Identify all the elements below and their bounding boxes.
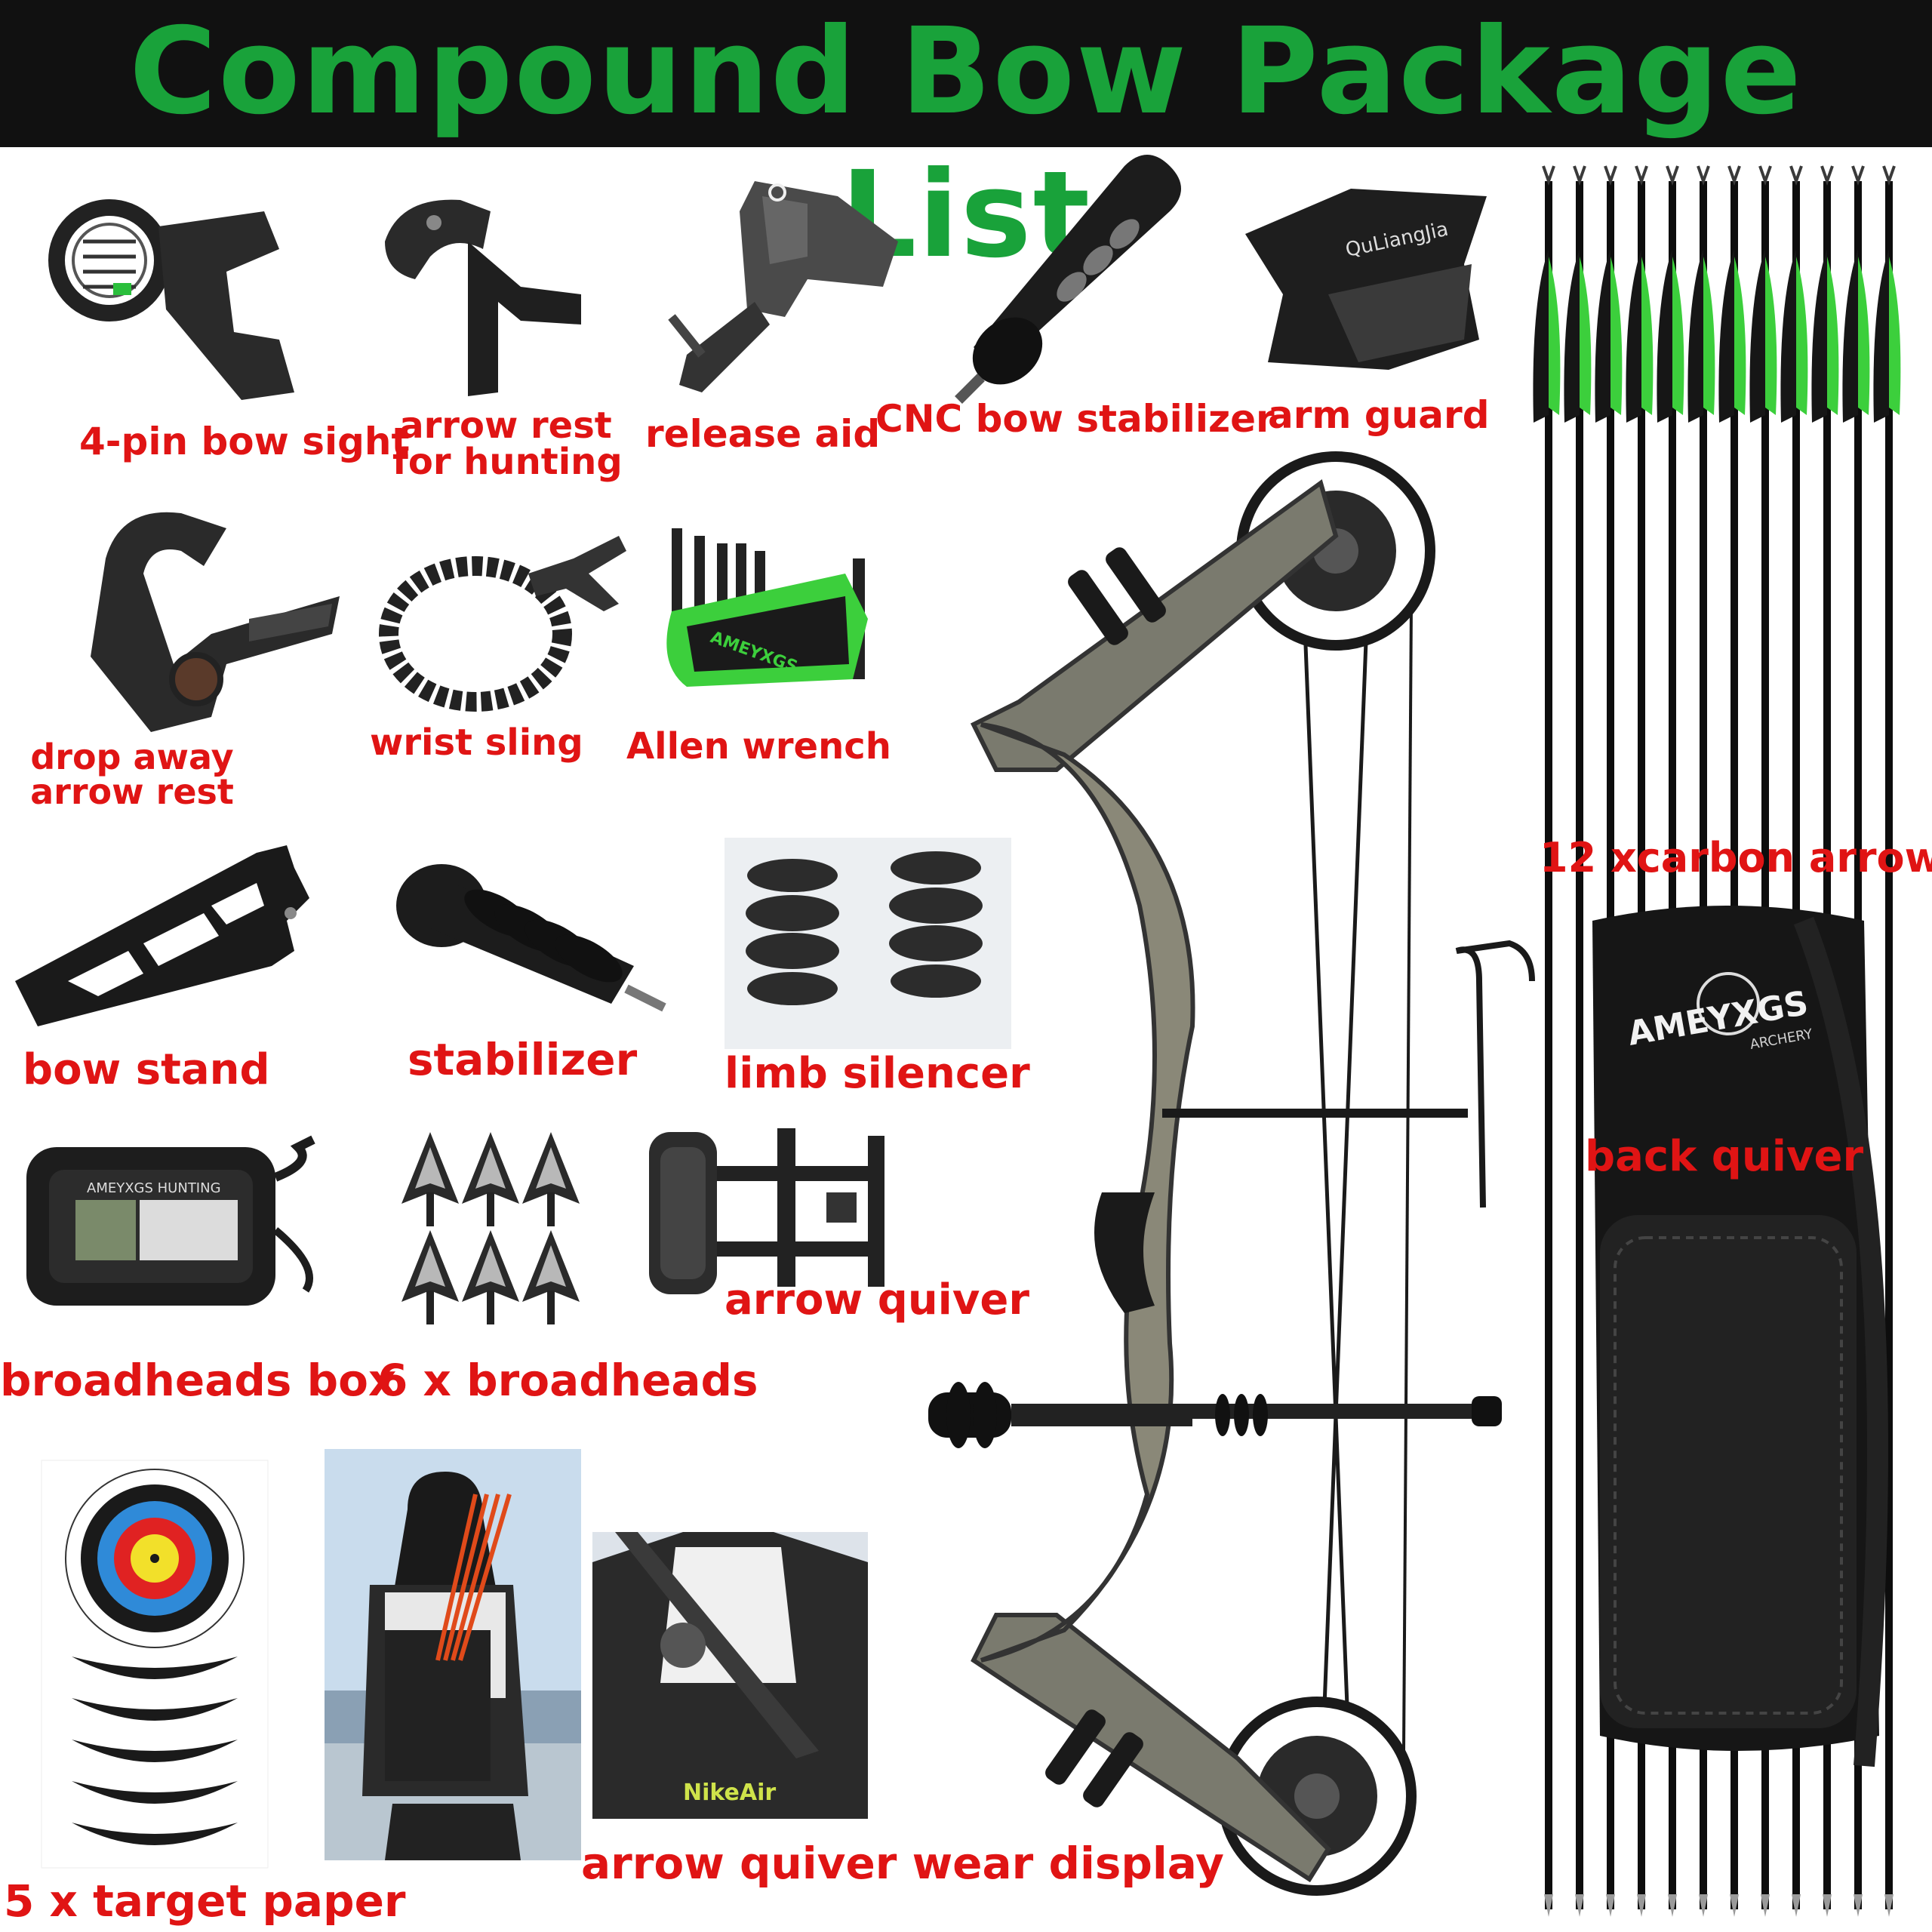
wrist-sling-label: wrist sling <box>370 721 583 764</box>
target-icon <box>41 1460 269 1869</box>
arrow-rest-icon <box>385 199 581 396</box>
broadhead-icon <box>462 1132 519 1226</box>
drop-away-label: drop away arrow rest <box>30 737 234 812</box>
broadheads-box-icon: AMEYXGS HUNTING <box>26 1135 315 1306</box>
stabilizer-icon <box>396 864 666 1012</box>
bow-sight-label: 4-pin bow sight <box>79 420 410 463</box>
broadhead-icon <box>401 1230 459 1324</box>
release-aid-icon <box>668 181 898 392</box>
broadhead-icon <box>522 1132 580 1226</box>
broadheads-label: 6 x broadheads <box>377 1355 758 1406</box>
carbon-arrow-icon <box>1564 165 1592 1917</box>
broadheads-group <box>401 1132 580 1324</box>
bow-sight-icon <box>48 199 294 400</box>
carbon-arrow-icon <box>1873 165 1901 1917</box>
cnc-stabilizer-icon <box>955 155 1181 404</box>
broadhead-icon <box>462 1230 519 1324</box>
arrow-quiver-icon <box>649 1128 884 1294</box>
carbon-arrow-icon <box>1533 165 1561 1917</box>
arm-guard-icon: QuLiangJia <box>1245 189 1487 370</box>
broadheads-box-label: broadheads box <box>0 1355 397 1406</box>
wear-display-label: arrow quiver wear display <box>581 1838 1224 1889</box>
svg-text:NikeAir: NikeAir <box>683 1780 776 1806</box>
page-title: Compound Bow Package List <box>129 2 1803 285</box>
back-quiver-icon: AMEYXGS ARCHERY <box>1592 906 1888 1767</box>
cnc-stabilizer-label: CNC bow stabilizer <box>875 397 1275 441</box>
stabilizer-label: stabilizer <box>408 1034 638 1085</box>
wrist-sling-icon <box>379 536 626 712</box>
limb-silencer-label: limb silencer <box>724 1049 1030 1098</box>
compound-bow-icon <box>928 451 1535 1896</box>
arrow-quiver-label: arrow quiver <box>724 1275 1029 1324</box>
release-aid-label: release aid <box>645 412 881 456</box>
limb-silencer-icon <box>724 838 1011 1049</box>
bow-stand-icon <box>15 845 309 1026</box>
target-paper-label: 5 x target paper <box>4 1875 406 1927</box>
allen-wrench-label: Allen wrench <box>626 725 891 768</box>
arrow-rest-hunting-label: arrow rest for hunting <box>392 405 623 483</box>
arm-guard-label: arm guard <box>1268 393 1490 437</box>
title-bar <box>0 0 1932 147</box>
bow-stand-label: bow stand <box>23 1045 270 1094</box>
broadhead-icon <box>401 1132 459 1226</box>
carbon-arrows-label: 12 xcarbon arrows <box>1540 834 1932 881</box>
wear-photo-icon <box>325 1449 581 1860</box>
drop-away-rest-icon <box>91 512 340 732</box>
wear-photo-closeup: NikeAir <box>592 1532 868 1819</box>
back-quiver-label: back quiver <box>1585 1132 1864 1181</box>
allen-wrench-icon: AMEYXGS <box>666 528 868 687</box>
broadhead-icon <box>522 1230 580 1324</box>
svg-text:AMEYXGS HUNTING: AMEYXGS HUNTING <box>87 1180 221 1196</box>
